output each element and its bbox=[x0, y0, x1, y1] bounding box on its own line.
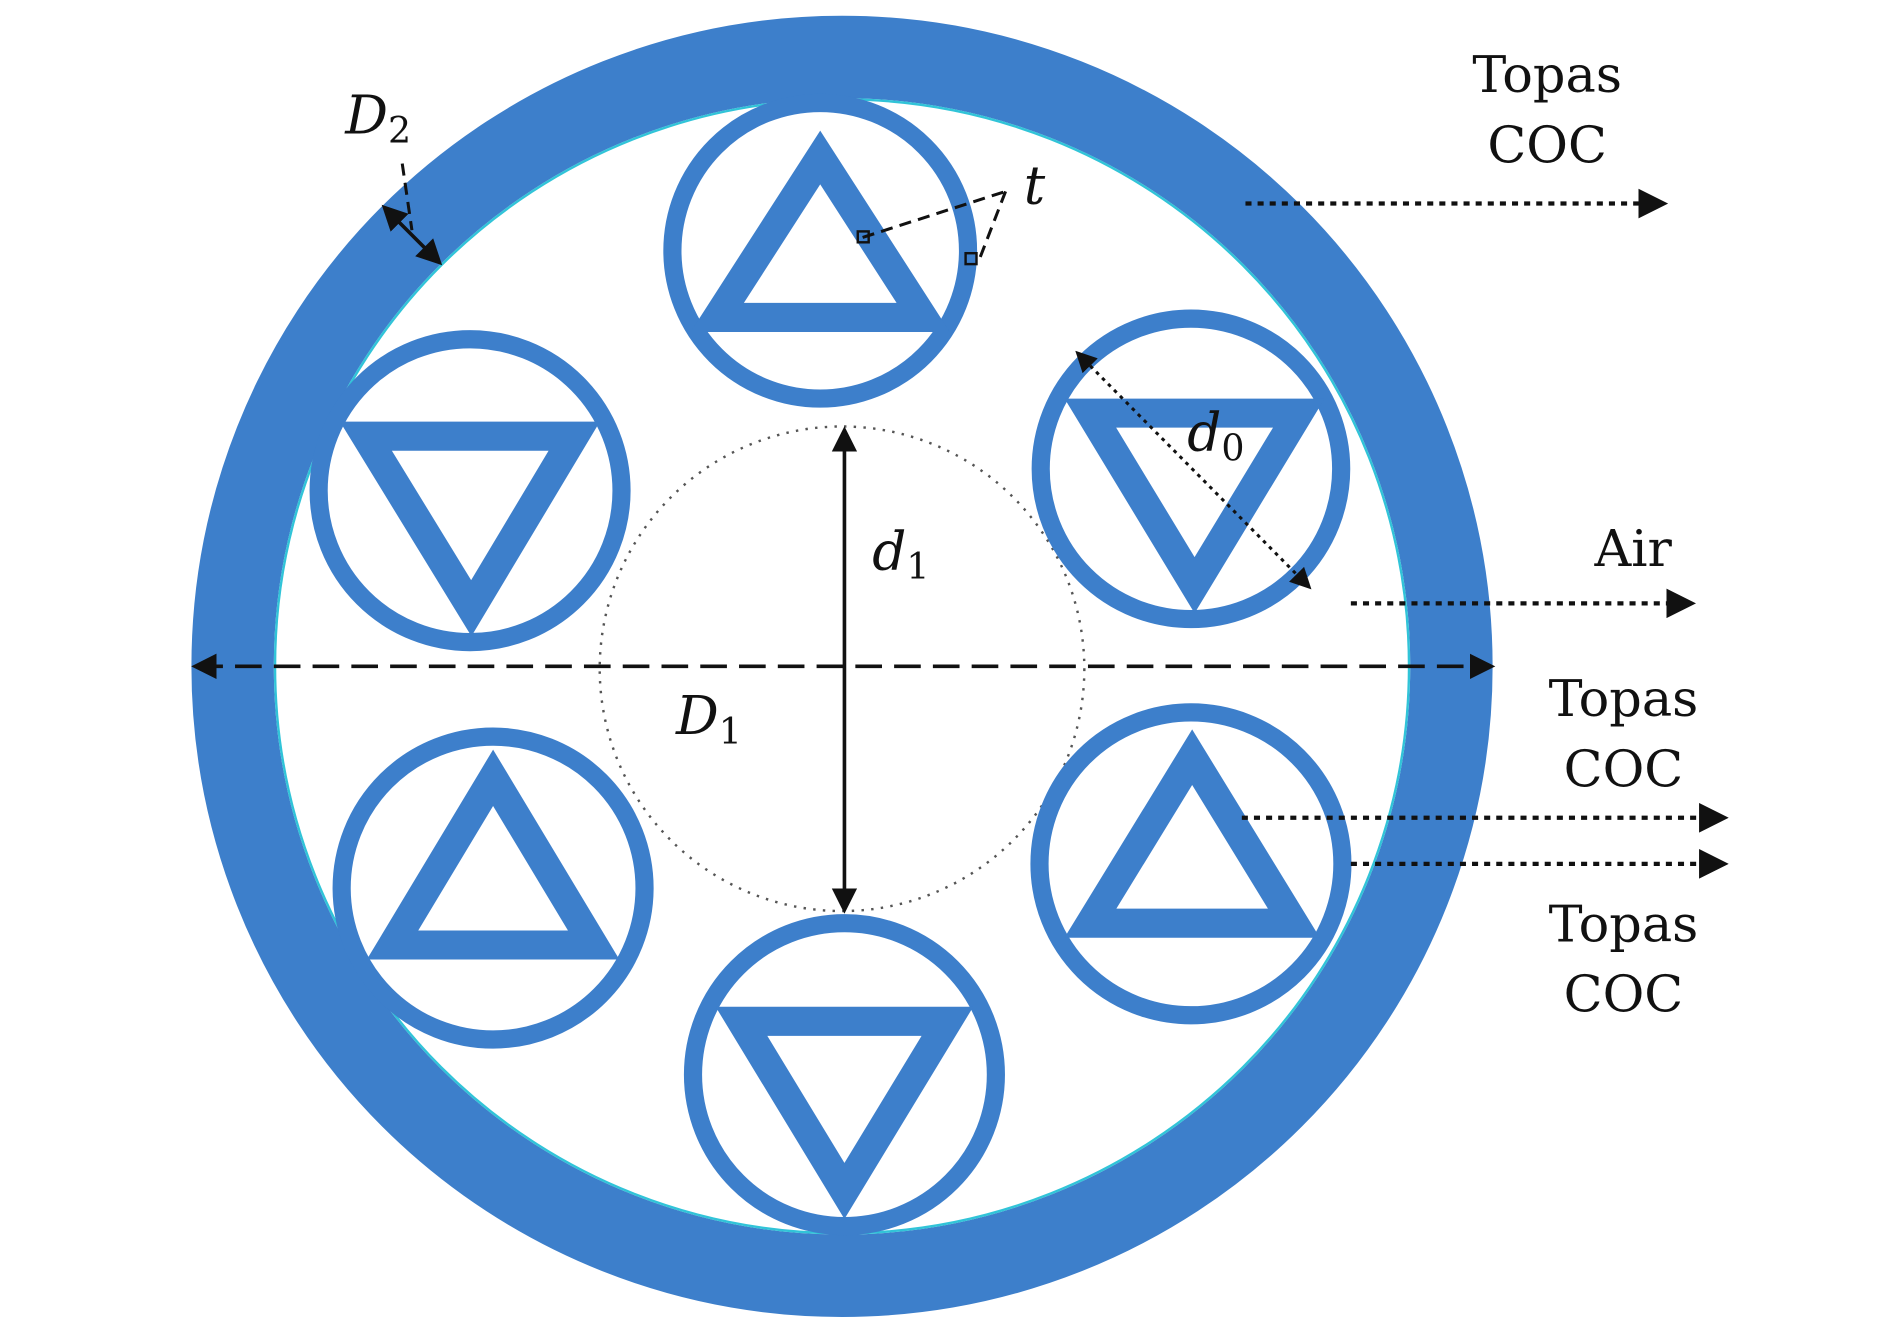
label-D2: D2 bbox=[344, 84, 411, 152]
svg-text:Topas: Topas bbox=[1549, 894, 1699, 953]
label-D1: D1 bbox=[675, 685, 742, 753]
triangle-up bbox=[366, 749, 620, 960]
material-label-2: Air bbox=[1593, 519, 1672, 578]
material-label-1: Topas COC bbox=[1472, 45, 1622, 174]
svg-text:Air: Air bbox=[1593, 519, 1672, 578]
core-circle bbox=[598, 425, 1086, 913]
tube-top-left bbox=[309, 330, 631, 652]
triangle-down bbox=[715, 1006, 974, 1219]
tube-bottom-right bbox=[1030, 703, 1352, 1025]
triangle-down bbox=[339, 421, 600, 637]
svg-text:COC: COC bbox=[1487, 115, 1607, 174]
label-d1: d1 bbox=[872, 520, 929, 588]
material-label-4: Topas COC bbox=[1549, 894, 1699, 1023]
svg-text:Topas: Topas bbox=[1472, 45, 1622, 104]
label-t: t bbox=[1024, 155, 1046, 217]
D2-dimension-line bbox=[381, 204, 443, 266]
d0-dimension-line bbox=[1075, 350, 1312, 590]
svg-text:Topas: Topas bbox=[1549, 669, 1699, 728]
label-d0: d0 bbox=[1187, 402, 1244, 470]
svg-text:COC: COC bbox=[1564, 739, 1684, 798]
svg-text:COC: COC bbox=[1564, 965, 1684, 1024]
triangle-up bbox=[690, 130, 950, 332]
tube-bottom bbox=[683, 914, 1005, 1236]
t-dimension bbox=[856, 189, 1007, 266]
material-label-3: Topas COC bbox=[1549, 669, 1699, 798]
D2-leader bbox=[400, 163, 414, 231]
tube-bottom-left bbox=[332, 727, 654, 1049]
triangle-up bbox=[1064, 729, 1320, 938]
tube-top-right bbox=[1031, 309, 1351, 629]
tube-top bbox=[663, 93, 978, 408]
